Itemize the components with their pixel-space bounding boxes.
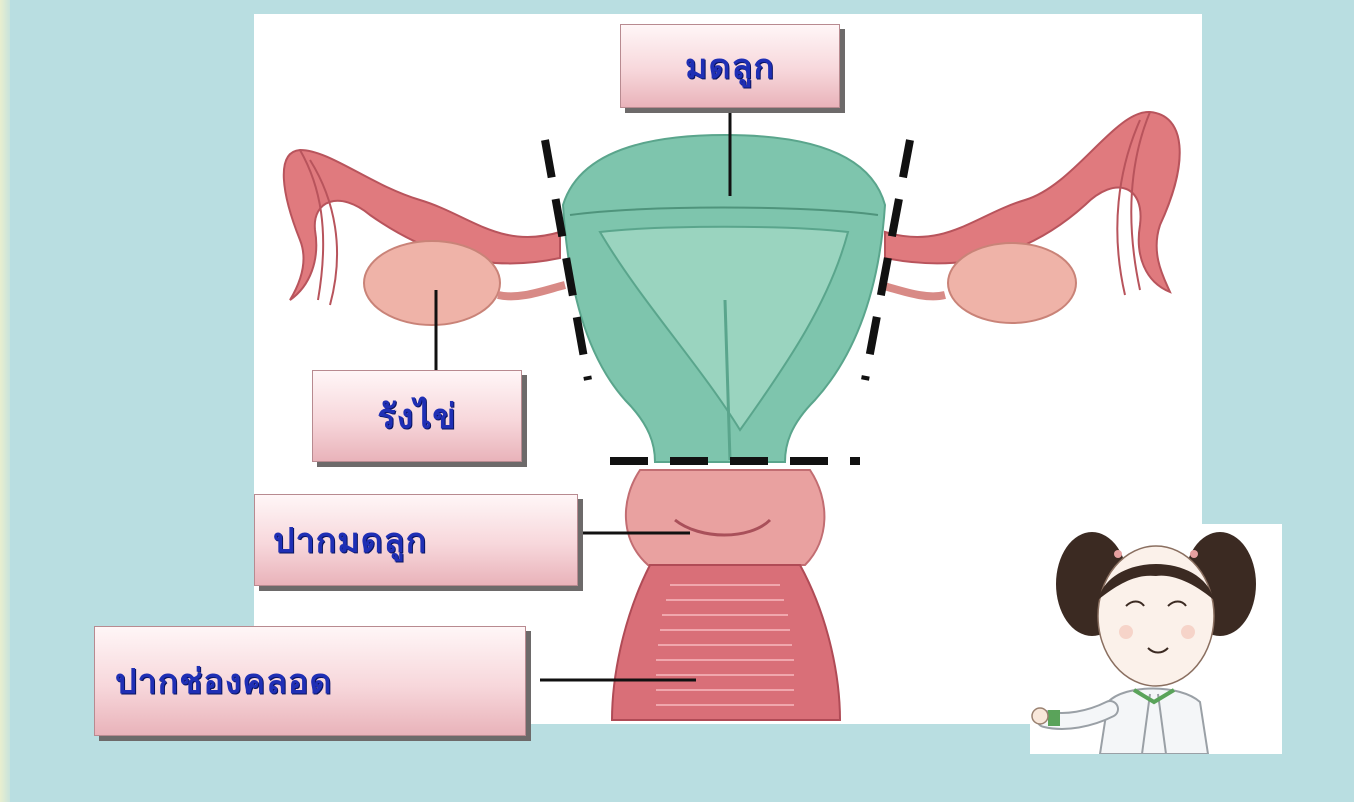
label-vagina-text: ปากช่องคลอด — [115, 654, 332, 708]
label-cervix: ปากมดลูก — [254, 494, 578, 586]
label-ovary-text: รังไข่ — [377, 389, 456, 443]
right-ovary — [948, 243, 1076, 323]
cervix — [626, 470, 825, 565]
label-vagina: ปากช่องคลอด — [94, 626, 526, 736]
label-cervix-text: ปากมดลูก — [273, 513, 427, 567]
label-ovary: รังไข่ — [312, 370, 522, 462]
cartoon-girl-doctor-icon — [1030, 524, 1282, 754]
left-ovary — [364, 241, 500, 325]
left-ovarian-ligament — [498, 285, 565, 296]
label-uterus: มดลูก — [620, 24, 840, 108]
label-uterus-text: มดลูก — [685, 39, 775, 93]
vagina — [612, 565, 840, 720]
right-ovarian-ligament — [880, 285, 945, 296]
doctor-character-panel — [1030, 524, 1282, 754]
